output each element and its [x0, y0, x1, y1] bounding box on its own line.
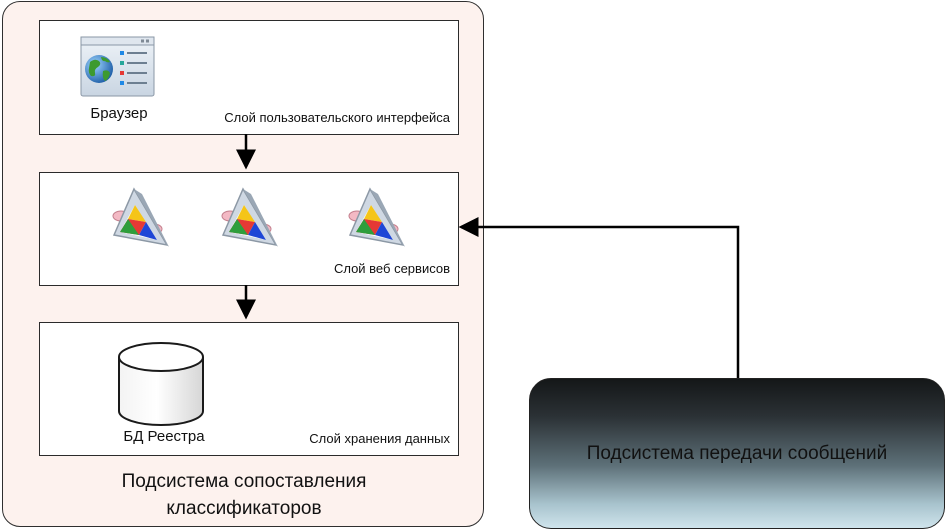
subsystem-title-line1: Подсистема сопоставления [121, 471, 367, 492]
messaging-subsystem-label: Подсистема передачи сообщений [586, 442, 888, 464]
database-label: БД Реестра [123, 428, 205, 445]
web-services-layer-caption: Слой веб сервисов [333, 261, 450, 276]
web-service-icon [112, 187, 169, 247]
web-service-icon [348, 187, 405, 247]
messaging-to-services-arrow [458, 217, 740, 378]
web-services-layer: Слой веб сервисов [39, 172, 459, 286]
browser-label: Браузер [90, 105, 148, 122]
subsystem-title: Подсистема сопоставления классификаторов [63, 468, 425, 522]
ui-layer-caption: Слой пользовательского интерфейса [224, 110, 450, 125]
web-service-icon [221, 187, 278, 247]
storage-layer: БД Реестра Слой хранения данных [39, 322, 459, 456]
storage-layer-caption: Слой хранения данных [309, 431, 450, 446]
messaging-subsystem: Подсистема передачи сообщений [529, 378, 945, 529]
database-icon [118, 342, 204, 426]
browser-icon [80, 36, 155, 97]
ui-layer: Браузер Слой пользовательского интерфейс… [39, 20, 459, 135]
subsystem-title-line2: классификаторов [166, 498, 322, 519]
classifier-mapping-subsystem: Браузер Слой пользовательского интерфейс… [2, 1, 484, 527]
